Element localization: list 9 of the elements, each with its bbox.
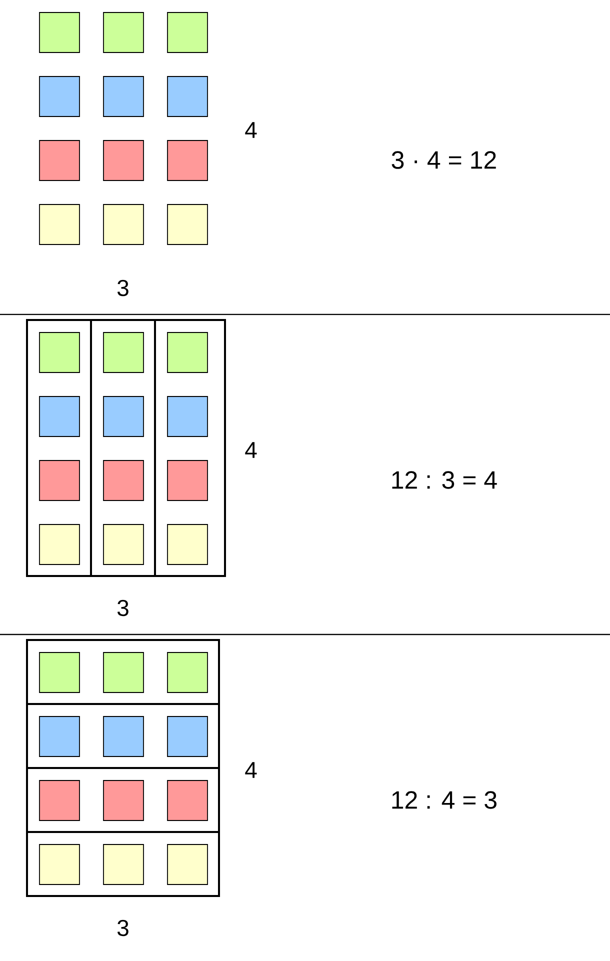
- equation: 3 · 4 = 12: [392, 151, 496, 169]
- count-label: 3: [117, 280, 128, 296]
- equation: 12 : 4 = 3: [392, 791, 496, 809]
- count-label: 4: [245, 122, 257, 138]
- count-label: 4: [245, 762, 257, 778]
- count-label: 3: [117, 600, 128, 616]
- count-label: 3: [117, 920, 128, 936]
- equation: 12 : 3 = 4: [392, 471, 497, 489]
- count-label: 4: [245, 442, 257, 458]
